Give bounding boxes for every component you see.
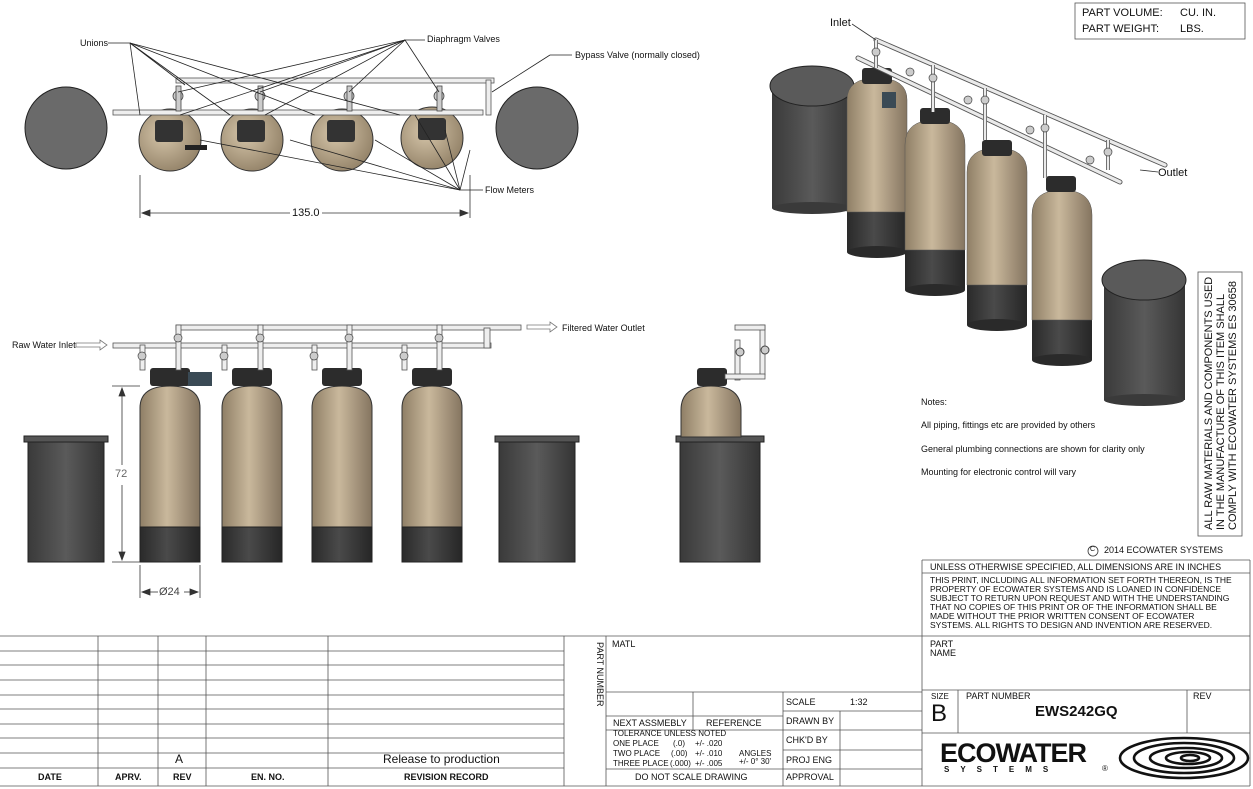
- scale-value: 1:32: [850, 697, 868, 707]
- width-dimension: 135.0: [292, 207, 320, 219]
- chkd-by-label: CHK'D BY: [786, 735, 828, 745]
- raw-water-inlet-label: Raw Water Inlet: [12, 340, 76, 350]
- note-item: General plumbing connections are shown f…: [921, 444, 1145, 454]
- notes-title: Notes:: [921, 397, 948, 407]
- two-place-format: (.00): [671, 749, 688, 758]
- matl-label: MATL: [612, 639, 636, 649]
- iso-tank-3: [966, 140, 1028, 331]
- diaphragm-valves-label: Diaphragm Valves: [427, 34, 500, 44]
- inlet-label: Inlet: [830, 17, 851, 29]
- tank-front-1: [139, 385, 201, 563]
- part-number-label: PART NUMBER: [966, 691, 1031, 701]
- two-place-label: TWO PLACE: [613, 749, 661, 758]
- two-place-value: +/- .010: [695, 749, 723, 758]
- three-place-format: (.000): [670, 759, 691, 768]
- rev-label: REV: [1193, 691, 1212, 701]
- tank-front-4: [401, 385, 463, 563]
- drawn-by-label: DRAWN BY: [786, 716, 835, 726]
- part-volume-label: PART VOLUME:: [1082, 7, 1163, 19]
- ecowater-logo-text: ECOWATER: [940, 738, 1087, 768]
- three-place-value: +/- .005: [695, 759, 723, 768]
- brine-tank-top-right: [495, 86, 579, 170]
- flow-meters-label: Flow Meters: [485, 185, 535, 195]
- filtered-water-outlet-label: Filtered Water Outlet: [562, 323, 645, 333]
- do-not-scale-label: DO NOT SCALE DRAWING: [635, 772, 748, 782]
- proj-eng-label: PROJ ENG: [786, 755, 833, 765]
- part-volume-unit: CU. IN.: [1180, 7, 1217, 19]
- copyright-text: 2014 ECOWATER SYSTEMS: [1104, 545, 1224, 555]
- one-place-value: +/- .020: [695, 739, 723, 748]
- part-number-value: EWS242GQ: [1035, 703, 1118, 720]
- outlet-header-top: [175, 77, 495, 84]
- diameter-dimension: Ø24: [159, 586, 180, 598]
- note-item: Mounting for electronic control will var…: [921, 467, 1077, 477]
- en-no-header: EN. NO.: [251, 772, 285, 782]
- isometric-view: [769, 23, 1187, 406]
- side-view: [675, 324, 770, 563]
- three-place-label: THREE PLACE: [613, 759, 669, 768]
- iso-tank-2: [904, 108, 966, 296]
- compliance-text: ALL RAW MATERIALS AND COMPONENTS USED IN…: [1203, 276, 1239, 530]
- part-weight-unit: LBS.: [1180, 23, 1204, 35]
- size-value: B: [931, 700, 948, 727]
- inlet-header-top: [112, 109, 484, 116]
- one-place-format: (.0): [673, 739, 685, 748]
- note-item: All piping, fittings etc are provided by…: [921, 420, 1096, 430]
- height-dimension: 72: [115, 468, 128, 480]
- next-assembly-label: NEXT ASSMEBLY: [613, 718, 687, 728]
- iso-brine-tank-left: [769, 65, 855, 214]
- ecowater-swirl-logo: [1118, 736, 1250, 780]
- date-header: DATE: [38, 772, 62, 782]
- outlet-label: Outlet: [1158, 167, 1188, 179]
- revision-record-header: REVISION RECORD: [404, 772, 489, 782]
- tank-front-2: [221, 385, 283, 563]
- part-name-label: PART NAME: [930, 639, 957, 658]
- angles-label: ANGLES: [739, 749, 772, 758]
- ecowater-logo-subtext: SYSTEMS: [944, 765, 1060, 774]
- iso-tank-4: [1031, 176, 1093, 366]
- brine-tank-top-left: [24, 86, 108, 170]
- tolerance-title: TOLERANCE UNLESS NOTED: [613, 729, 727, 738]
- brine-tank-right: [494, 435, 580, 563]
- reference-label: REFERENCE: [706, 718, 762, 728]
- tank-front-3: [311, 385, 373, 563]
- front-view: [23, 321, 580, 598]
- apprv-header: APRV.: [115, 772, 142, 782]
- bypass-valve-label: Bypass Valve (normally closed): [575, 50, 700, 60]
- copyright-symbol: C: [1090, 546, 1096, 553]
- part-weight-label: PART WEIGHT:: [1082, 23, 1160, 35]
- iso-tank-1: [846, 68, 908, 258]
- revision-value: A: [175, 752, 184, 766]
- one-place-label: ONE PLACE: [613, 739, 659, 748]
- dimensions-note: UNLESS OTHERWISE SPECIFIED, ALL DIMENSIO…: [930, 562, 1222, 572]
- rev-header: REV: [173, 772, 192, 782]
- unions-label: Unions: [80, 38, 109, 48]
- registered-mark: ®: [1102, 764, 1108, 773]
- size-label: SIZE: [931, 692, 949, 701]
- iso-brine-tank-right: [1101, 259, 1187, 406]
- angles-value: +/- 0° 30': [739, 757, 772, 766]
- approval-label: APPROVAL: [786, 772, 834, 782]
- scale-label: SCALE: [786, 697, 816, 707]
- brine-tank-left: [23, 435, 109, 563]
- legal-notice: THIS PRINT, INCLUDING ALL INFORMATION SE…: [930, 575, 1232, 630]
- top-view: [24, 39, 579, 218]
- revision-record-value: Release to production: [383, 752, 500, 766]
